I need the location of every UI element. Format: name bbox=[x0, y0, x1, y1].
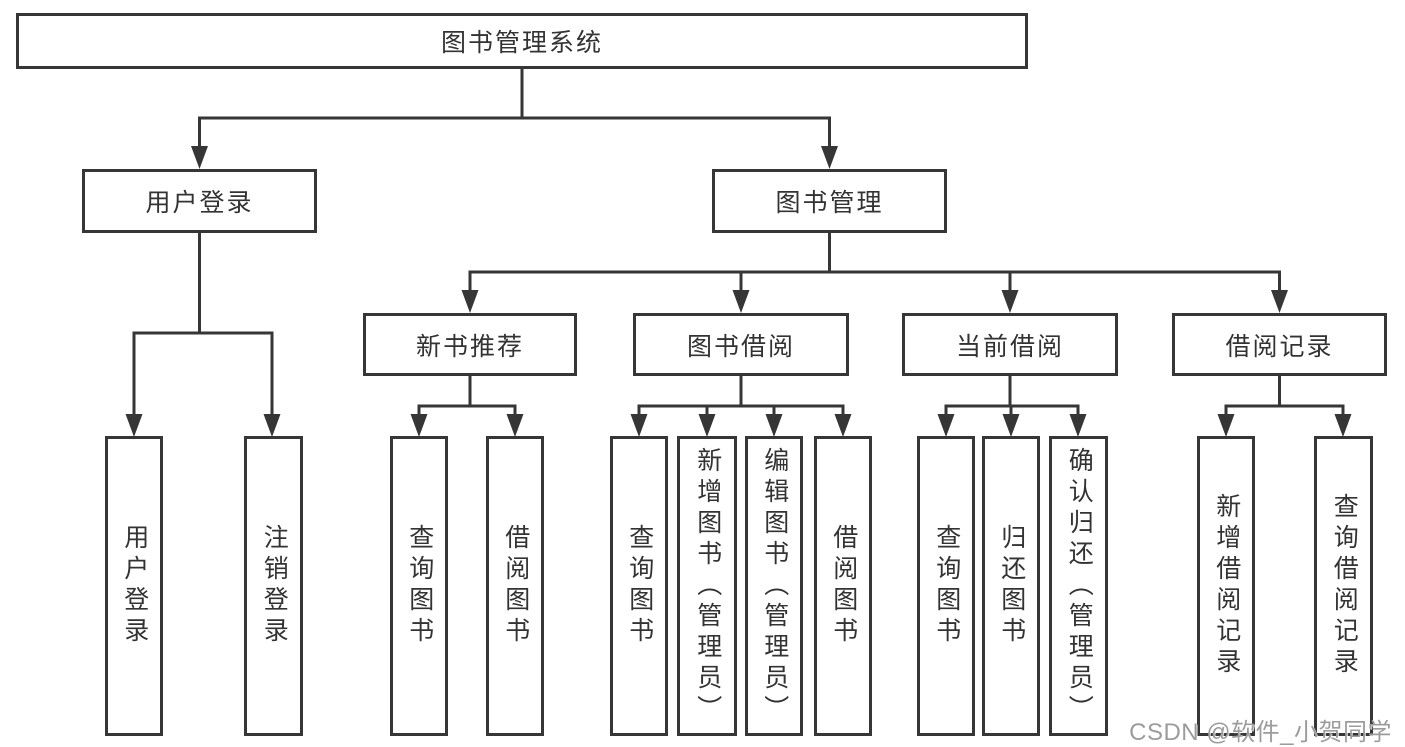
node-book-borrow-label: 图书借阅 bbox=[686, 332, 795, 361]
leaf-user-login-label: 用户登录 bbox=[120, 524, 149, 648]
leaf-borrow-books-label: 借阅图书 bbox=[829, 524, 858, 648]
leaf-edit-books-admin-label: 编辑图书（管理员） bbox=[760, 446, 789, 726]
node-current-borrow-label: 当前借阅 bbox=[955, 332, 1064, 361]
node-new-book-recommend-label: 新书推荐 bbox=[415, 332, 524, 361]
node-root-system: 图书管理系统 bbox=[16, 13, 1028, 69]
leaf-query-books-borrow-label: 查询图书 bbox=[625, 524, 654, 648]
arrow-down-icon bbox=[506, 414, 524, 437]
arrow-down-icon bbox=[821, 146, 838, 169]
leaf-confirm-return-admin-label: 确认归还（管理员） bbox=[1065, 446, 1094, 726]
node-new-book-recommend: 新书推荐 bbox=[363, 313, 577, 376]
arrow-down-icon bbox=[732, 290, 750, 313]
leaf-add-books-admin-label: 新增图书（管理员） bbox=[693, 446, 722, 726]
leaf-logout-login: 注销登录 bbox=[244, 436, 303, 736]
leaf-query-books-recommend: 查询图书 bbox=[390, 436, 448, 736]
connector-user-login-to-leaves bbox=[132, 233, 274, 418]
leaf-borrow-books-recommend: 借阅图书 bbox=[486, 436, 544, 736]
arrow-down-icon bbox=[1217, 414, 1235, 437]
leaf-edit-books-admin: 编辑图书（管理员） bbox=[745, 436, 803, 736]
arrow-down-icon bbox=[765, 414, 783, 437]
connector-new-book-recommend-to-leaves bbox=[417, 376, 517, 418]
leaf-query-books-current-label: 查询图书 bbox=[932, 524, 961, 648]
connector-root-to-level1 bbox=[198, 69, 831, 148]
leaf-confirm-return-admin: 确认归还（管理员） bbox=[1049, 436, 1108, 736]
leaf-query-books-current: 查询图书 bbox=[917, 436, 975, 736]
connector-book-borrow-to-leaves bbox=[637, 376, 845, 418]
connector-current-borrow-to-leaves bbox=[944, 376, 1080, 418]
node-user-login-label: 用户登录 bbox=[145, 189, 254, 217]
arrow-down-icon bbox=[937, 414, 955, 437]
leaf-logout-login-label: 注销登录 bbox=[260, 524, 289, 648]
arrow-down-icon bbox=[410, 414, 428, 437]
leaf-borrow-books: 借阅图书 bbox=[814, 436, 872, 736]
arrowheads bbox=[125, 146, 1352, 437]
arrow-down-icon bbox=[1002, 414, 1020, 437]
leaf-add-borrow-record-label: 新增借阅记录 bbox=[1212, 493, 1241, 679]
connector-borrow-records-to-leaves bbox=[1224, 376, 1345, 418]
connector-tree-lines bbox=[132, 69, 1345, 418]
leaf-add-borrow-record: 新增借阅记录 bbox=[1197, 436, 1255, 736]
leaf-add-books-admin: 新增图书（管理员） bbox=[677, 436, 737, 736]
arrow-down-icon bbox=[191, 146, 208, 169]
leaf-query-books-borrow: 查询图书 bbox=[610, 436, 668, 736]
arrow-down-icon bbox=[834, 414, 852, 437]
arrow-down-icon bbox=[630, 414, 648, 437]
arrow-down-icon bbox=[461, 290, 479, 313]
leaf-return-books-label: 归还图书 bbox=[997, 524, 1026, 648]
node-book-borrow: 图书借阅 bbox=[633, 313, 849, 376]
node-book-management: 图书管理 bbox=[712, 169, 947, 233]
node-borrow-records-label: 借阅记录 bbox=[1225, 332, 1334, 361]
node-user-login: 用户登录 bbox=[82, 169, 317, 233]
node-book-management-label: 图书管理 bbox=[775, 189, 884, 217]
leaf-query-borrow-record: 查询借阅记录 bbox=[1314, 436, 1373, 736]
arrow-down-icon bbox=[698, 414, 716, 437]
leaf-query-borrow-record-label: 查询借阅记录 bbox=[1330, 493, 1359, 679]
node-borrow-records: 借阅记录 bbox=[1172, 313, 1387, 376]
arrow-down-icon bbox=[125, 414, 143, 437]
node-root-system-label: 图书管理系统 bbox=[440, 29, 603, 57]
leaf-return-books: 归还图书 bbox=[982, 436, 1040, 736]
csdn-watermark: CSDN @软件_小贺同学 bbox=[1129, 719, 1392, 746]
arrow-down-icon bbox=[1271, 290, 1288, 313]
arrow-down-icon bbox=[1069, 414, 1087, 437]
connector-book-management-to-level2 bbox=[468, 233, 1281, 292]
leaf-query-books-recommend-label: 查询图书 bbox=[405, 524, 434, 648]
arrow-down-icon bbox=[263, 414, 281, 437]
arrow-down-icon bbox=[1334, 414, 1352, 437]
node-current-borrow: 当前借阅 bbox=[902, 313, 1118, 376]
leaf-user-login: 用户登录 bbox=[105, 436, 163, 736]
arrow-down-icon bbox=[1001, 290, 1019, 313]
leaf-borrow-books-recommend-label: 借阅图书 bbox=[501, 524, 530, 648]
